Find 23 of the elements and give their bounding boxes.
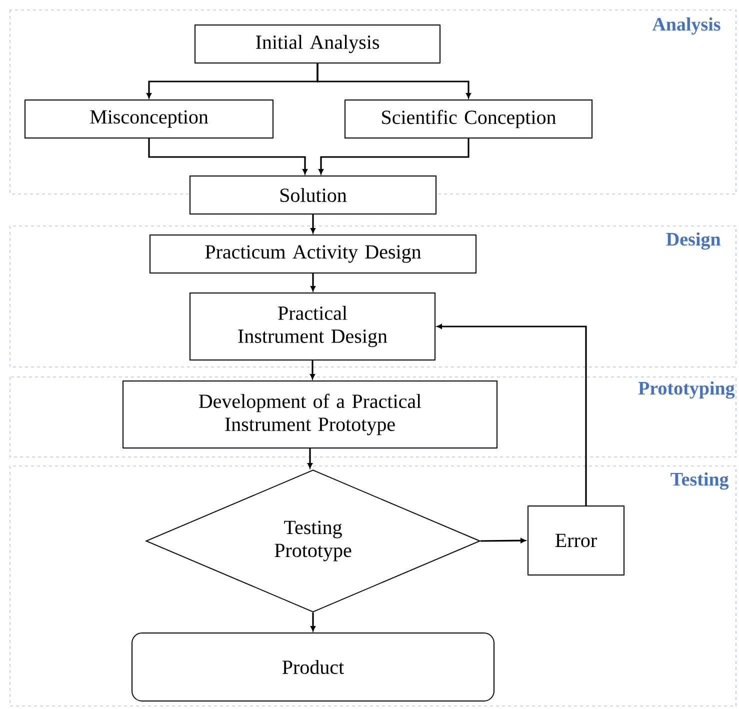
phase-heading: Design — [666, 232, 720, 250]
process-box: Misconception — [24, 100, 274, 138]
process-box: Practicum Activity Design — [150, 234, 476, 274]
arrow — [310, 612, 316, 632]
process-box: Practical Instrument Design — [190, 292, 436, 360]
phase-heading: Testing — [670, 472, 729, 490]
phase-heading: Analysis — [652, 17, 720, 35]
arrow — [316, 63, 471, 98]
arrow — [310, 274, 316, 292]
process-box: Error — [528, 506, 624, 576]
process-box: Scientific Conception — [344, 100, 592, 138]
arrow — [480, 538, 526, 543]
terminal-box: Product — [132, 632, 494, 702]
phase-heading: Prototyping — [638, 381, 735, 399]
process-box: Solution — [190, 176, 436, 214]
arrow — [308, 448, 312, 468]
arrow — [310, 214, 316, 234]
process-box: Initial Analysis — [194, 24, 440, 64]
arrow — [436, 324, 587, 506]
process-box: Development of a Practical Instrument Prototype — [122, 380, 498, 448]
arrow — [318, 138, 470, 174]
arrow — [310, 360, 315, 380]
arrow — [148, 138, 308, 174]
